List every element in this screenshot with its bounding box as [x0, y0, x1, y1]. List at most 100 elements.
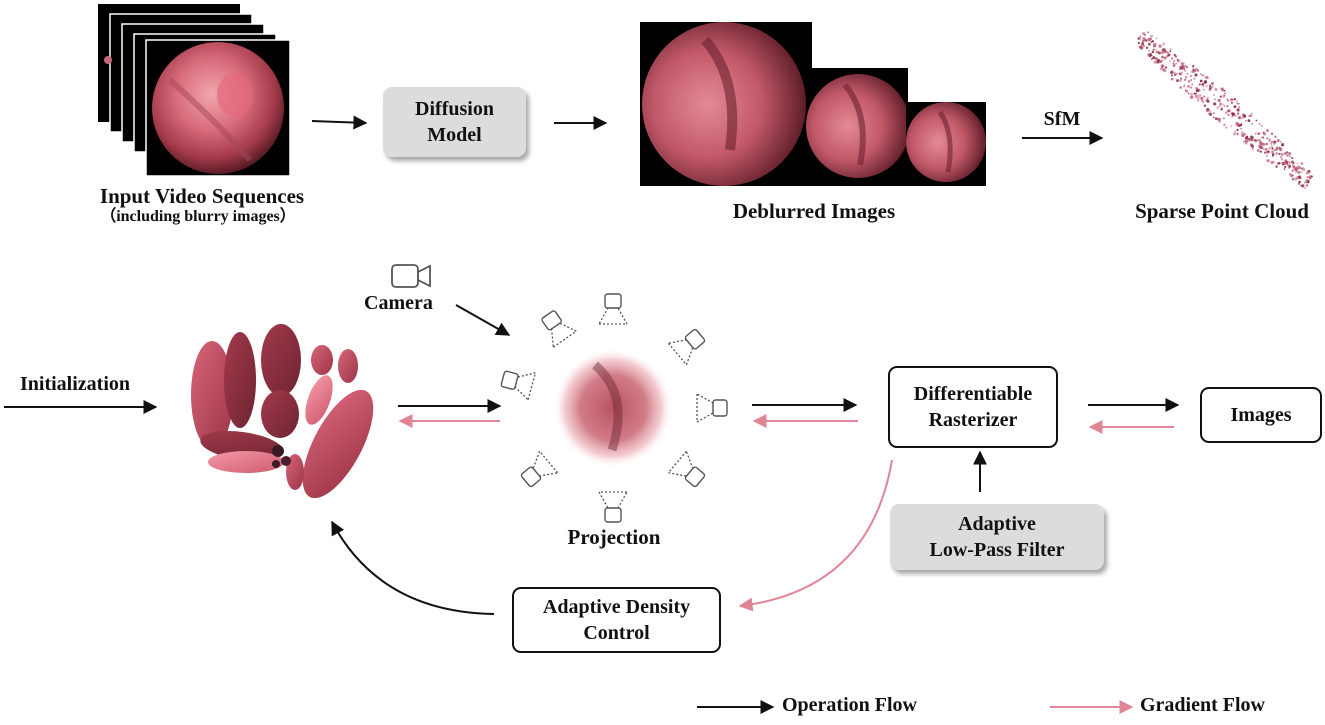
- point: [1245, 135, 1249, 138]
- point: [1214, 87, 1218, 91]
- legend-gradient-label: Gradient Flow: [1140, 694, 1265, 716]
- point: [1158, 51, 1161, 55]
- point: [1158, 44, 1162, 48]
- camera-frustum-icon: [667, 450, 706, 488]
- point: [1169, 48, 1172, 51]
- pointcloud-label: Sparse Point Cloud: [1135, 199, 1309, 223]
- point: [1279, 148, 1283, 152]
- point: [1160, 51, 1164, 55]
- projection-cameras: [500, 293, 728, 523]
- point: [1212, 93, 1215, 96]
- point: [1155, 37, 1158, 40]
- point: [1238, 105, 1241, 109]
- point: [1220, 87, 1224, 91]
- camera-frustum-icon: [541, 310, 578, 349]
- point: [1231, 115, 1234, 118]
- point: [1247, 119, 1251, 122]
- point: [1190, 92, 1193, 96]
- point: [1220, 108, 1223, 111]
- point: [1230, 125, 1233, 127]
- point: [1191, 83, 1194, 86]
- point: [1192, 64, 1195, 67]
- point: [1189, 86, 1193, 89]
- filter-line2: Low-Pass Filter: [929, 539, 1065, 561]
- projection-image: [553, 348, 673, 468]
- point: [1223, 123, 1226, 127]
- point: [1280, 152, 1284, 157]
- point: [1185, 66, 1188, 69]
- point: [1233, 132, 1236, 136]
- point: [1268, 139, 1271, 143]
- point: [1161, 59, 1164, 62]
- point: [1262, 131, 1265, 134]
- point: [1298, 180, 1301, 184]
- point: [1211, 85, 1214, 88]
- point: [1224, 111, 1228, 115]
- point: [1236, 108, 1240, 112]
- point: [1268, 146, 1271, 150]
- point: [1262, 142, 1266, 146]
- point: [1199, 79, 1203, 83]
- point: [1301, 184, 1305, 188]
- point: [1202, 88, 1205, 91]
- point: [1301, 171, 1303, 173]
- point: [1288, 151, 1292, 156]
- point: [1251, 148, 1254, 151]
- point: [1262, 136, 1265, 139]
- point: [1283, 168, 1286, 170]
- point: [1234, 114, 1237, 117]
- point: [1226, 105, 1229, 108]
- diffusion-line1: Diffusion: [415, 98, 494, 120]
- point: [1148, 49, 1150, 52]
- point: [1203, 95, 1206, 98]
- point: [1271, 155, 1274, 158]
- camera-label: Camera: [364, 292, 433, 314]
- rasterizer-box: Differentiable Rasterizer: [888, 366, 1058, 448]
- point: [1291, 156, 1294, 160]
- point: [1168, 60, 1171, 63]
- point: [1192, 69, 1197, 73]
- point: [1155, 50, 1159, 54]
- point: [1187, 85, 1190, 88]
- point: [1217, 98, 1221, 103]
- point: [1227, 113, 1230, 116]
- deblurred-images: [640, 22, 986, 186]
- point: [1206, 110, 1208, 113]
- camera-frustum-icon: [667, 328, 706, 366]
- point: [1289, 164, 1291, 166]
- filter-line1: Adaptive: [958, 513, 1036, 535]
- point: [1167, 52, 1170, 55]
- point: [1194, 94, 1199, 99]
- point: [1201, 73, 1203, 76]
- point: [1258, 144, 1262, 149]
- point: [1265, 129, 1269, 133]
- diffusion-line2: Model: [427, 124, 482, 146]
- point: [1208, 84, 1212, 87]
- point: [1212, 116, 1215, 119]
- point: [1266, 159, 1270, 163]
- point: [1149, 34, 1154, 38]
- point: [1270, 140, 1274, 144]
- point: [1242, 141, 1245, 143]
- point: [1284, 165, 1287, 169]
- point: [1250, 144, 1255, 148]
- point: [1185, 89, 1189, 93]
- camera-frustum-icon: [500, 370, 537, 401]
- point: [1262, 147, 1265, 150]
- point: [1159, 60, 1163, 64]
- point: [1152, 56, 1156, 59]
- point: [1143, 33, 1147, 37]
- point: [1176, 78, 1179, 82]
- point: [1206, 100, 1210, 103]
- point: [1257, 132, 1261, 136]
- point: [1250, 112, 1253, 116]
- point: [1297, 171, 1301, 174]
- point: [1244, 141, 1248, 145]
- point: [1175, 62, 1178, 65]
- point: [1201, 83, 1205, 86]
- point: [1286, 154, 1289, 157]
- sparse-point-cloud: [1137, 31, 1313, 189]
- point: [1197, 97, 1200, 100]
- point: [1170, 74, 1174, 77]
- point: [1271, 153, 1275, 156]
